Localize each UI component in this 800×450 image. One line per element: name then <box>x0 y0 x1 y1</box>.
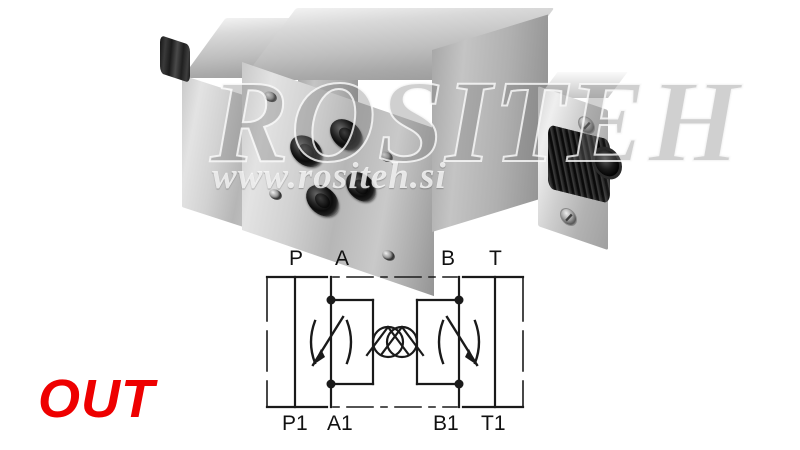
left-check-seat-lower <box>365 325 390 357</box>
bolt-hole-top-right <box>378 151 395 163</box>
right-check-seat-upper <box>400 325 425 357</box>
port-b <box>342 171 380 203</box>
bolt-hole-bottom-left <box>267 189 284 200</box>
port-a <box>286 135 327 168</box>
right-junction-bottom <box>454 379 464 389</box>
adjustment-screw-left <box>160 35 190 83</box>
port-p <box>326 118 367 152</box>
right-throttle-arc-right <box>473 319 481 365</box>
schematic-label-t: T <box>489 247 502 270</box>
right-junction-top <box>454 295 464 305</box>
left-junction-top <box>326 295 336 305</box>
left-throttle-adjust-arrow-head <box>313 349 325 365</box>
out-callout-label: OUT <box>38 369 155 429</box>
schematic-label-a: A <box>335 247 350 270</box>
valve-main-block-side <box>432 14 548 232</box>
schematic-label-p1: P1 <box>282 412 308 435</box>
bolt-hole-top-left <box>262 91 279 103</box>
cap-screw-lower <box>560 205 577 229</box>
right-throttle-arc-left <box>437 319 445 365</box>
schematic-label-t1: T1 <box>481 412 506 435</box>
left-throttle-arc-right <box>345 319 353 365</box>
left-throttle-arc-left <box>309 319 317 365</box>
hydraulic-schematic-diagram: P A B T P1 A1 B1 T1 <box>255 245 555 445</box>
schematic-svg <box>265 275 525 409</box>
product-photo: ROSITEH www.rositeh.si <box>150 0 741 297</box>
schematic-label-b1: B1 <box>433 412 459 435</box>
right-check-seat-lower <box>379 325 404 357</box>
left-junction-bottom <box>326 379 336 389</box>
right-throttle-adjust-arrow-head <box>465 349 477 365</box>
schematic-label-b: B <box>441 247 456 270</box>
schematic-label-a1: A1 <box>327 412 353 435</box>
schematic-label-p: P <box>289 247 304 270</box>
port-t <box>302 184 343 217</box>
